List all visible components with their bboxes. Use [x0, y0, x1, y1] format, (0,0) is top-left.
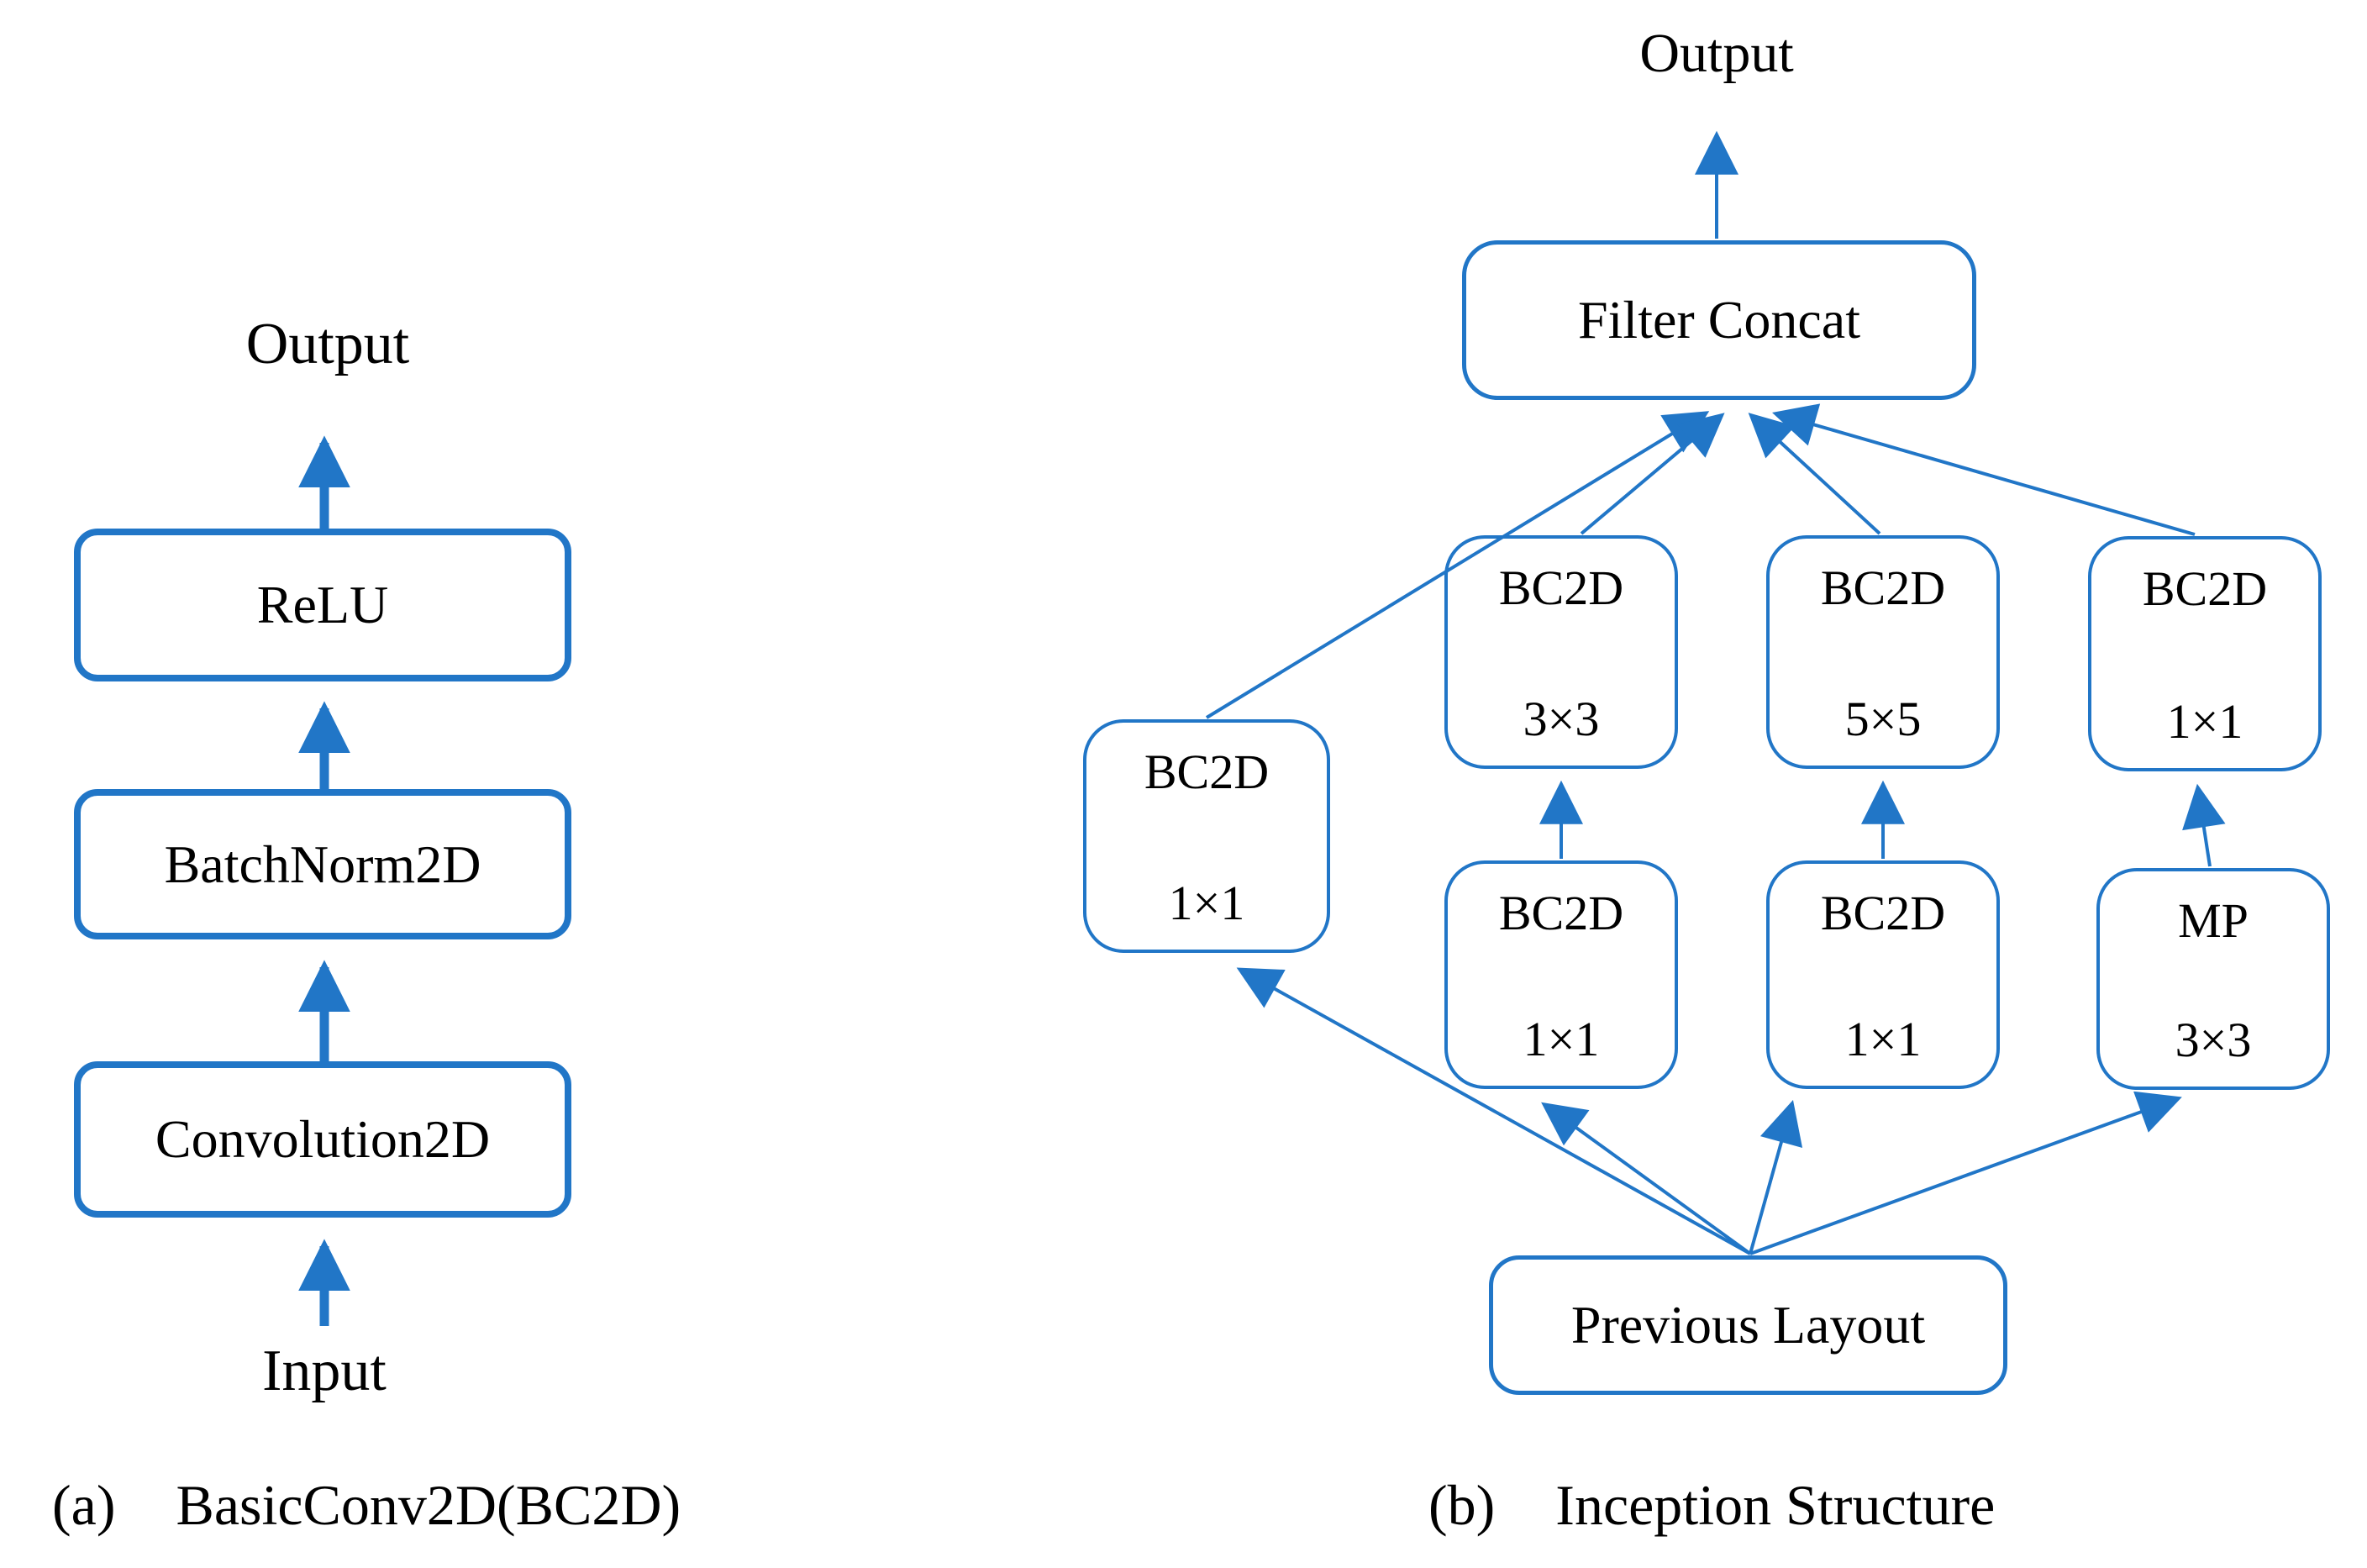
batchnorm-box: BatchNorm2D [74, 789, 571, 939]
filter-concat-label: Filter Concat [1578, 290, 1860, 350]
maxpool-3x3-box: MP 3×3 [2096, 868, 2330, 1090]
caption-b-id: (b) [1428, 1473, 1496, 1537]
bc2d-1x1-col2-line2: 1×1 [1523, 1012, 1600, 1066]
arrow-right1x1-to-concat [1772, 403, 2196, 536]
relu-box: ReLU [74, 529, 571, 681]
arrow-3x3-to-concat [1580, 413, 1725, 535]
output-label-b: Output [1639, 23, 1794, 84]
bc2d-1x1-left-line2: 1×1 [1168, 876, 1245, 930]
arrow-prev-to-col3 [1749, 1099, 1803, 1255]
input-label-a: Input [262, 1339, 387, 1403]
bc2d-3x3-box: BC2D 3×3 [1444, 535, 1678, 769]
bc2d-1x1-col2-box: BC2D 1×1 [1444, 860, 1678, 1089]
arrow-prev-to-mp [1749, 1091, 2182, 1255]
relu-box-label: ReLU [256, 575, 389, 634]
arrow-mp-to-1x1 [2182, 783, 2226, 867]
batchnorm-box-label: BatchNorm2D [164, 834, 481, 894]
bc2d-1x1-left-box: BC2D 1×1 [1083, 719, 1330, 953]
convolution-box-label: Convolution2D [155, 1109, 491, 1169]
caption-b-text: Inception Structure [1555, 1473, 1996, 1537]
bc2d-5x5-line1: BC2D [1820, 560, 1946, 615]
maxpool-3x3-line2: 3×3 [2175, 1013, 2252, 1067]
caption-a: (a) BasicConv2D(BC2D) [52, 1472, 681, 1539]
bc2d-5x5-line2: 5×5 [1844, 692, 1922, 746]
output-label-a: Output [245, 312, 410, 376]
caption-a-id: (a) [52, 1473, 116, 1537]
bc2d-1x1-col4-line1: BC2D [2142, 561, 2268, 616]
bc2d-1x1-col2-line1: BC2D [1498, 886, 1624, 940]
filter-concat-box: Filter Concat [1462, 240, 1976, 400]
bc2d-3x3-line1: BC2D [1498, 560, 1624, 615]
bc2d-1x1-col3-line2: 1×1 [1844, 1012, 1922, 1066]
caption-b: (b) Inception Structure [1428, 1472, 1995, 1539]
bc2d-1x1-col4-line2: 1×1 [2166, 694, 2243, 749]
maxpool-3x3-line1: MP [2178, 893, 2249, 948]
arrow-5x5-to-concat [1748, 413, 1881, 535]
bc2d-5x5-box: BC2D 5×5 [1766, 535, 2000, 769]
previous-layout-box: Previous Layout [1489, 1255, 2007, 1395]
bc2d-1x1-col3-box: BC2D 1×1 [1766, 860, 2000, 1089]
bc2d-1x1-col4-box: BC2D 1×1 [2088, 536, 2322, 771]
caption-a-text: BasicConv2D(BC2D) [176, 1473, 681, 1537]
arrow-prev-to-col2 [1541, 1102, 1752, 1255]
bc2d-1x1-col3-line1: BC2D [1820, 886, 1946, 940]
bc2d-1x1-left-line1: BC2D [1144, 745, 1270, 799]
previous-layout-label: Previous Layout [1570, 1295, 1926, 1355]
bc2d-3x3-line2: 3×3 [1523, 692, 1600, 746]
convolution-box: Convolution2D [74, 1061, 571, 1218]
